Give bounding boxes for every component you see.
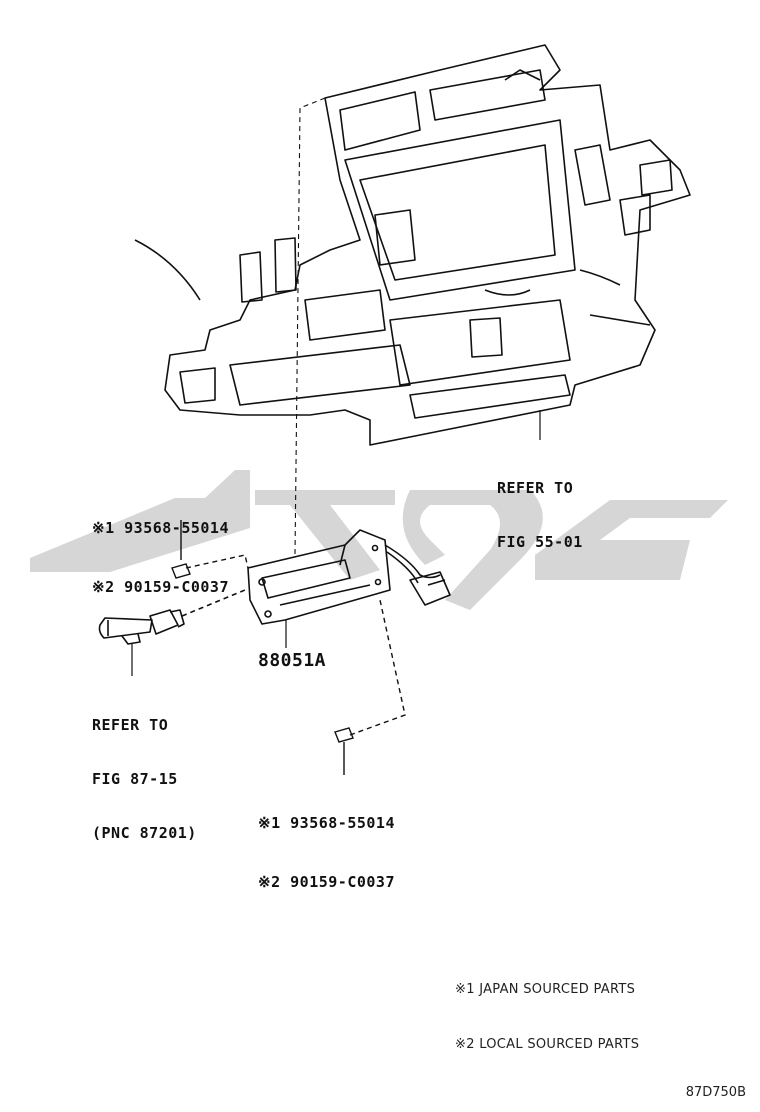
watermark-logo bbox=[30, 470, 728, 610]
refer-line-1: REFER TO bbox=[497, 479, 574, 497]
refer-fig-87-15-label: REFER TO FIG 87-15 (PNC 87201) bbox=[92, 680, 197, 878]
lower-fastener-labels: ※1 93568-55014 ※2 90159-C0037 bbox=[258, 778, 395, 927]
upper-fastener-japan: ※1 93568-55014 bbox=[92, 519, 229, 537]
refer-fig-55-01-label: REFER TO FIG 55-01 bbox=[497, 443, 583, 587]
lower-fastener-japan: ※1 93568-55014 bbox=[258, 814, 395, 832]
lever-switch bbox=[98, 589, 246, 645]
lower-fastener-local: ※2 90159-C0037 bbox=[258, 873, 395, 891]
lower-screw-icon bbox=[334, 599, 406, 775]
refer-line-1: REFER TO bbox=[92, 716, 169, 734]
sourcing-legend: ※1 JAPAN SOURCED PARTS ※2 LOCAL SOURCED … bbox=[455, 950, 639, 1085]
illustration-code: 87D750B bbox=[685, 1085, 746, 1100]
legend-local-sourced: ※2 LOCAL SOURCED PARTS bbox=[455, 1037, 640, 1052]
upper-fastener-local: ※2 90159-C0037 bbox=[92, 578, 229, 596]
refer-line-3: (PNC 87201) bbox=[92, 824, 197, 842]
dashed-mount-line-upper bbox=[294, 97, 326, 556]
refer-line-2: FIG 87-15 bbox=[92, 770, 178, 788]
upper-fastener-labels: ※1 93568-55014 ※2 90159-C0037 bbox=[92, 483, 229, 632]
instrument-panel-frame bbox=[134, 44, 691, 446]
module-88051a bbox=[247, 529, 451, 625]
legend-japan-sourced: ※1 JAPAN SOURCED PARTS bbox=[455, 982, 636, 997]
refer-line-2: FIG 55-01 bbox=[497, 533, 583, 551]
upper-screw-icon bbox=[171, 520, 249, 579]
part-number-88051a: 88051A bbox=[258, 650, 327, 671]
